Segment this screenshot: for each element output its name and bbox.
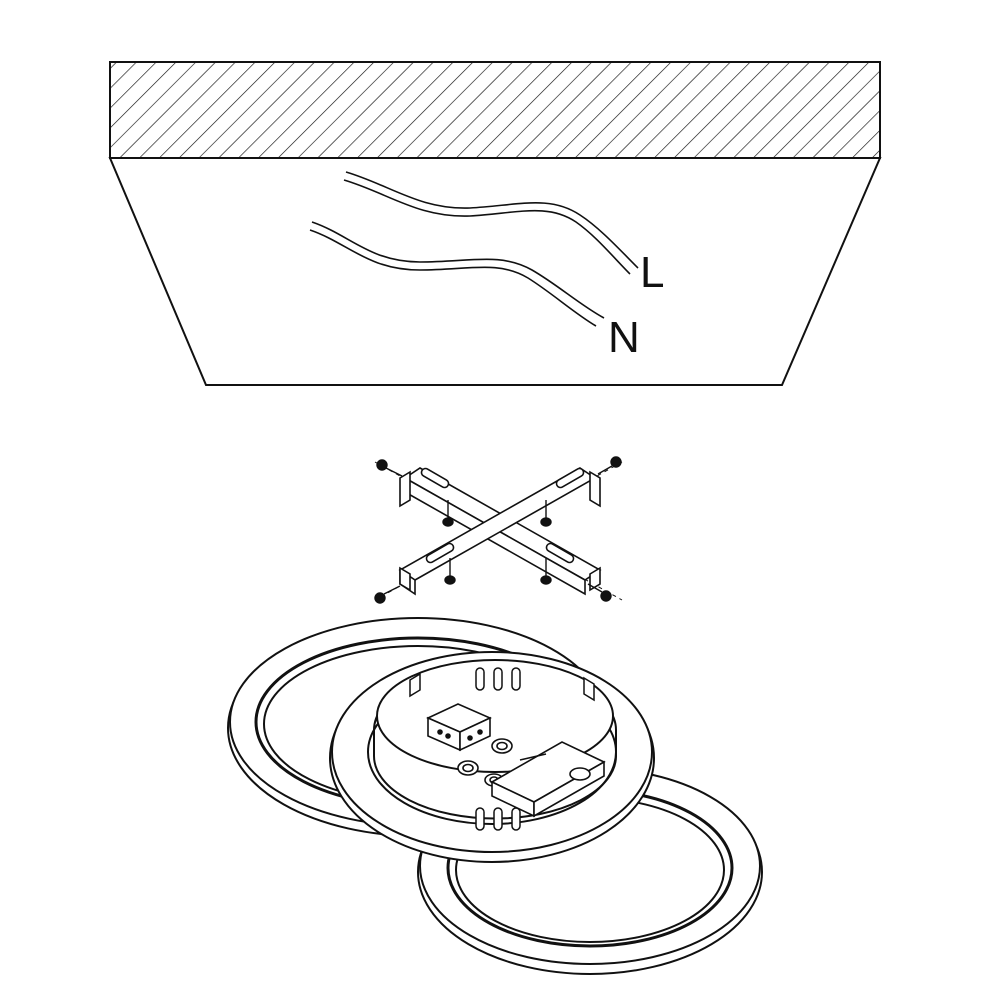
cable-grommets xyxy=(457,738,513,787)
live-wire-label: L xyxy=(640,248,664,297)
bracket-tab xyxy=(399,470,411,508)
neutral-wire xyxy=(309,221,605,327)
neutral-wire-label: N xyxy=(608,313,640,362)
screws xyxy=(374,456,622,604)
bracket-tab xyxy=(399,566,411,592)
live-wire xyxy=(343,171,639,275)
mounting-bracket xyxy=(374,461,623,601)
wall-slots xyxy=(409,667,595,831)
led-driver xyxy=(490,741,606,818)
screw-icon xyxy=(540,558,552,585)
ceiling xyxy=(108,61,882,386)
ceiling-surface xyxy=(108,157,882,386)
ceiling-slab xyxy=(109,61,881,159)
center-base xyxy=(329,651,655,863)
screw-icon xyxy=(597,456,622,475)
terminal-block xyxy=(426,703,492,752)
screw-icon xyxy=(587,583,612,602)
screw-icon xyxy=(444,558,456,585)
bracket-tab xyxy=(589,470,601,508)
screw-icon xyxy=(540,500,552,527)
lamp-fixture xyxy=(227,617,763,975)
screw-icon xyxy=(374,585,401,604)
screw-icon xyxy=(442,500,454,527)
screw-icon xyxy=(376,459,403,477)
